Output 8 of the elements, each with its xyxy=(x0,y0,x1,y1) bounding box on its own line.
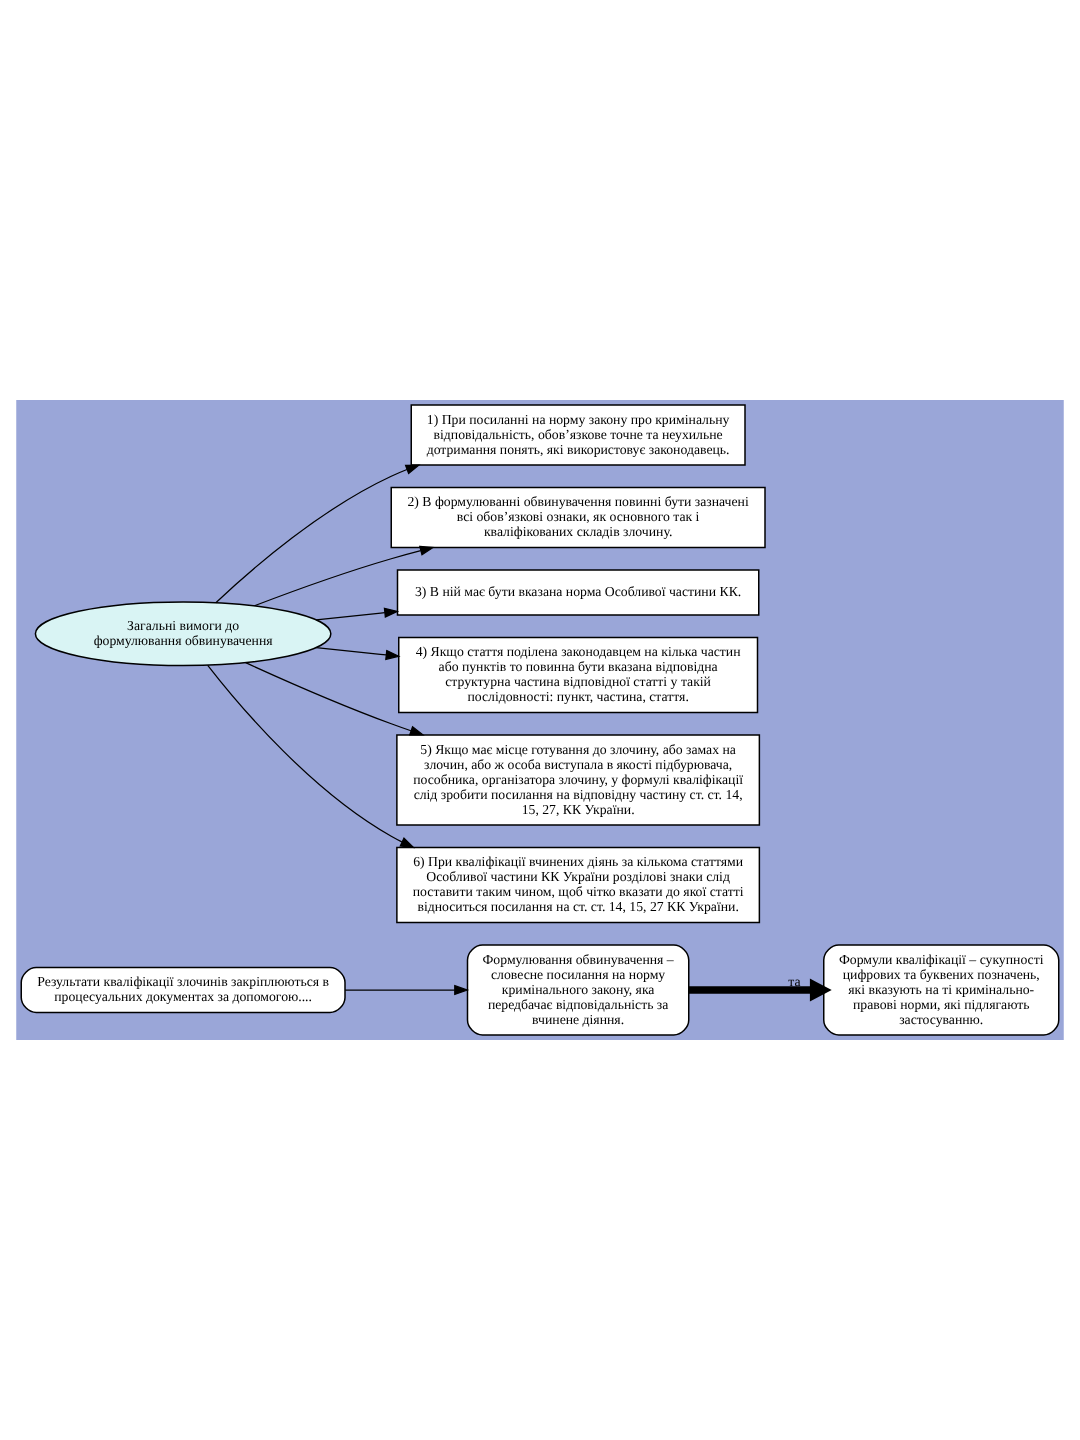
arrow xyxy=(207,664,416,849)
arrow xyxy=(344,984,470,996)
arrow xyxy=(215,464,421,604)
arrow xyxy=(253,545,435,607)
arrow xyxy=(315,646,401,661)
arrow xyxy=(689,978,832,1002)
arrow xyxy=(315,607,400,621)
arrow xyxy=(245,662,425,736)
